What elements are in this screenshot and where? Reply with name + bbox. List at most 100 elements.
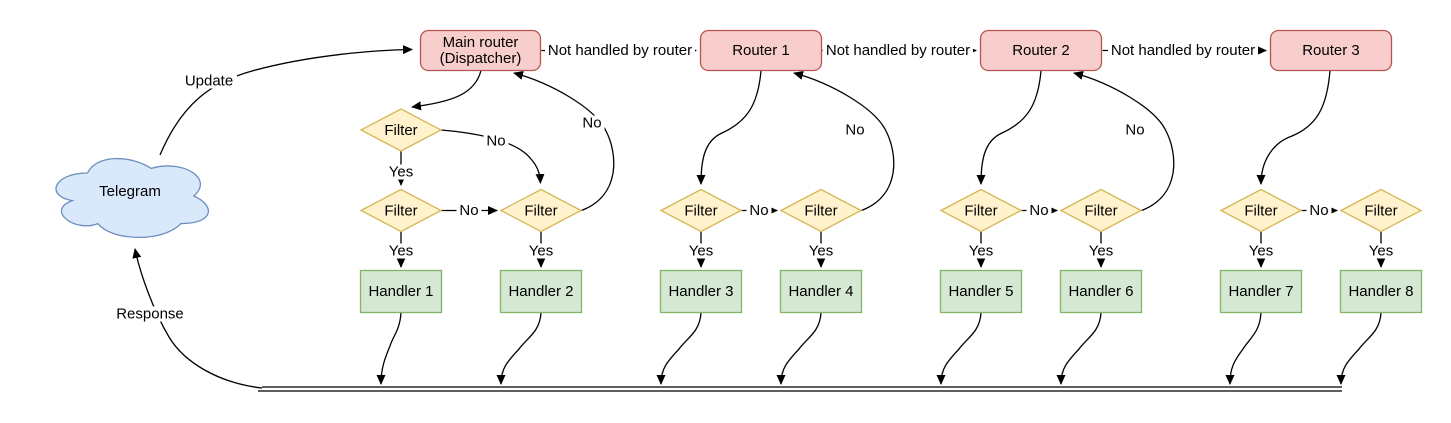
- edge-router1-to-filter4: [696, 70, 762, 185]
- svg-text:Yes: Yes: [389, 243, 413, 260]
- filter-diamond-6: [939, 188, 1023, 233]
- edge-dispatcher-to-filter1: [411, 70, 482, 111]
- filter-diamond-2-label: Filter: [384, 203, 417, 220]
- svg-text:Update: Update: [185, 73, 233, 90]
- no-label-router1-loop: No: [842, 122, 868, 139]
- filter-diamond-5-label: Filter: [804, 203, 837, 220]
- yes-label-handler8: Yes: [1366, 243, 1396, 260]
- no-label-filter1-filter3: No: [483, 133, 509, 150]
- filter-diamond-7: [1059, 188, 1143, 233]
- filter-diamond-8-label: Filter: [1244, 203, 1277, 220]
- handler-3-label: Handler 3: [668, 283, 733, 300]
- svg-text:Yes: Yes: [969, 243, 993, 260]
- filter-diamond-1-label: Filter: [384, 122, 417, 139]
- main-router-node: [419, 29, 542, 72]
- handler-1-label: Handler 1: [368, 283, 433, 300]
- edges-layer: [132, 45, 1386, 392]
- handler-7-label: Handler 7: [1228, 283, 1293, 300]
- edge-handler6-to-bus: [1056, 312, 1102, 385]
- yes-label-handler3: Yes: [686, 243, 716, 260]
- handler-6-label: Handler 6: [1068, 283, 1133, 300]
- svg-text:No: No: [1309, 202, 1328, 219]
- edge-response: [132, 248, 263, 389]
- no-label-router2-loop: No: [1122, 122, 1148, 139]
- router-1-label: Router 1: [732, 42, 790, 59]
- edge-handler7-to-bus: [1225, 312, 1262, 385]
- filter-diamond-2: [359, 188, 443, 233]
- edge-labels-layer: Update Response Not handled by router No…: [113, 42, 1396, 323]
- svg-text:No: No: [582, 115, 601, 132]
- yes-label-handler2: Yes: [526, 243, 556, 260]
- handler-1-node: [359, 269, 443, 314]
- handler-4-label: Handler 4: [788, 283, 853, 300]
- svg-text:Response: Response: [116, 306, 184, 323]
- update-label: Update: [181, 73, 237, 90]
- svg-text:Yes: Yes: [389, 164, 413, 181]
- handler-2-node: [499, 269, 583, 314]
- no-label-filter6-filter7: No: [1026, 202, 1052, 219]
- nodes-layer: Telegram Main router (Dispatcher) Router…: [55, 29, 1423, 314]
- filter-diamond-7-label: Filter: [1084, 203, 1117, 220]
- filter-diamond-1: [359, 108, 443, 152]
- handler-8-label: Handler 8: [1348, 283, 1413, 300]
- yes-label-handler7: Yes: [1246, 243, 1276, 260]
- filter-diamond-3-label: Filter: [524, 203, 557, 220]
- svg-text:No: No: [459, 202, 478, 219]
- filter-diamond-8: [1219, 188, 1303, 233]
- svg-text:Yes: Yes: [689, 243, 713, 260]
- handler-2-label: Handler 2: [508, 283, 573, 300]
- edge-handler1-to-bus: [376, 312, 402, 385]
- yes-label-handler6: Yes: [1086, 243, 1116, 260]
- svg-text:Not handled by router: Not handled by router: [1111, 42, 1255, 59]
- svg-text:No: No: [845, 122, 864, 139]
- edge-filter3-no-dispatcher: [513, 71, 615, 212]
- no-label-filter8-filter9: No: [1306, 202, 1332, 219]
- svg-text:No: No: [749, 202, 768, 219]
- handler-4-node: [779, 269, 863, 314]
- edge-handler8-to-bus: [1336, 312, 1382, 385]
- handler-6-node: [1059, 269, 1143, 314]
- telegram-cloud: [55, 157, 210, 239]
- edge-filter7-no-router2: [1073, 71, 1175, 212]
- response-label: Response: [113, 306, 187, 323]
- svg-text:Yes: Yes: [1089, 243, 1113, 260]
- svg-text:Not handled by router: Not handled by router: [826, 42, 970, 59]
- svg-text:No: No: [1125, 122, 1144, 139]
- main-router-label-line2: (Dispatcher): [440, 50, 522, 67]
- no-label-filter4-filter5: No: [746, 202, 772, 219]
- svg-text:Yes: Yes: [529, 243, 553, 260]
- edge-handler4-to-bus: [776, 312, 822, 385]
- filter-diamond-6-label: Filter: [964, 203, 997, 220]
- router-2-node: [979, 29, 1103, 72]
- not-handled-label-1: Not handled by router: [545, 42, 695, 59]
- edge-update: [159, 45, 413, 156]
- main-router-label-line1: Main router: [443, 34, 519, 51]
- svg-text:No: No: [1029, 202, 1048, 219]
- svg-text:Yes: Yes: [809, 243, 833, 260]
- edge-router2-to-filter6: [976, 70, 1042, 185]
- edge-handler5-to-bus: [936, 312, 982, 385]
- filter-diamond-9-label: Filter: [1364, 203, 1397, 220]
- yes-label-handler1: Yes: [386, 243, 416, 260]
- no-label-filter2-filter3: No: [456, 202, 482, 219]
- svg-text:Not handled by router: Not handled by router: [548, 42, 692, 59]
- not-handled-label-3: Not handled by router: [1108, 42, 1258, 59]
- router-1-node: [699, 29, 823, 72]
- edge-filter1-no-filter3: [440, 129, 545, 184]
- handler-5-node: [939, 269, 1023, 314]
- filter-diamond-4-label: Filter: [684, 203, 717, 220]
- yes-label-filter1: Yes: [386, 164, 416, 181]
- router-3-node: [1269, 29, 1393, 72]
- telegram-cloud-label: Telegram: [99, 183, 161, 200]
- edge-handler3-to-bus: [656, 312, 702, 385]
- filter-diamond-3: [499, 188, 583, 233]
- filter-diamond-5: [779, 188, 863, 233]
- edge-filter5-no-router1: [793, 71, 895, 212]
- no-label-main-loop: No: [579, 115, 605, 132]
- svg-text:Yes: Yes: [1249, 243, 1273, 260]
- router-3-label: Router 3: [1302, 42, 1360, 59]
- yes-label-handler5: Yes: [966, 243, 996, 260]
- svg-text:No: No: [486, 133, 505, 150]
